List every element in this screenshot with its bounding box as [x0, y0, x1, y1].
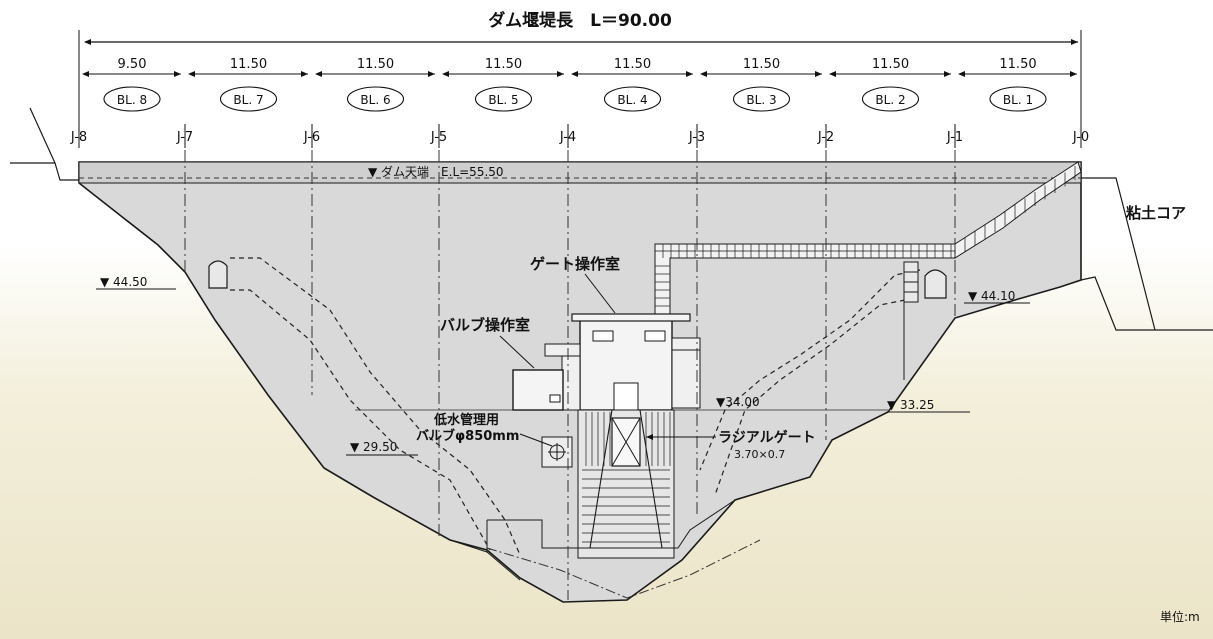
elevation-33-25: ▼ 33.25: [887, 398, 934, 412]
base-dashdot: [486, 539, 761, 599]
joint-label: J-8: [70, 130, 87, 145]
overall-title: ダム堰堤長 L＝90.00: [488, 10, 672, 31]
unit-label: 単位:m: [1160, 609, 1200, 624]
block-label-text: BL. 4: [617, 93, 647, 107]
joint-label: J-6: [303, 130, 320, 145]
low-water-label-2: バルブφ850mm: [416, 428, 519, 444]
clay-core-label: 粘土コア: [1126, 204, 1186, 222]
segment-dim-label: 9.50: [118, 57, 147, 72]
gallery-left: [230, 257, 521, 556]
elevation-34-00: ▼34.00: [716, 395, 760, 409]
segment-dim-label: 11.50: [357, 57, 394, 72]
block-label-text: BL. 5: [488, 93, 518, 107]
block-ellipse: [103, 86, 161, 112]
valve-operation-room: [512, 369, 564, 411]
block-label: BL. 4: [603, 86, 662, 112]
elevation-29-50: ▼ 29.50: [350, 440, 397, 454]
joint-label: J-5: [430, 130, 447, 145]
gate-room-label: ゲート操作室: [530, 255, 620, 273]
block-ellipse: [603, 86, 662, 112]
block-label-text: BL. 2: [875, 93, 905, 107]
joint-label: J-1: [946, 130, 963, 145]
valve-room-label: バルブ操作室: [440, 316, 530, 334]
block-label-text: BL. 7: [233, 93, 263, 107]
block-label: BL. 2: [861, 86, 920, 112]
block-ellipse: [989, 86, 1047, 112]
block-label-text: BL. 1: [1003, 93, 1033, 107]
elevation-44-10: ▼ 44.10: [968, 289, 1015, 303]
elevation-44-50: ▼ 44.50: [100, 275, 147, 289]
segment-dim-label: 11.50: [743, 57, 780, 72]
block-ellipse: [861, 86, 920, 112]
block-label-text: BL. 6: [360, 93, 390, 107]
block-ellipse: [219, 86, 278, 112]
joint-label: J-0: [1072, 130, 1089, 145]
low-water-label-1: 低水管理用: [433, 412, 499, 428]
block-label: BL. 6: [346, 86, 405, 112]
radial-gate-size: 3.70×0.7: [734, 448, 785, 461]
block-ellipse: [732, 86, 791, 112]
block-label: BL. 3: [732, 86, 791, 112]
joint-label: J-4: [559, 130, 576, 145]
block-label: BL. 1: [989, 86, 1047, 112]
block-label-text: BL. 8: [117, 93, 147, 107]
segment-dim-label: 11.50: [485, 57, 522, 72]
segment-dim-label: 11.50: [872, 57, 909, 72]
gallery-left-2: [230, 289, 491, 551]
block-label: BL. 8: [103, 86, 161, 112]
ground-line-right: [1080, 177, 1213, 331]
segment-dim-label: 11.50: [230, 57, 267, 72]
block-label: BL. 5: [474, 86, 533, 112]
dam-crest: [78, 161, 1082, 184]
gallery-right-2: [714, 299, 906, 496]
segment-dim-label: 11.50: [614, 57, 651, 72]
joint-label: J-7: [176, 130, 193, 145]
block-label-text: BL. 3: [746, 93, 776, 107]
ground-line-left: [10, 107, 79, 181]
gallery-right: [699, 269, 921, 471]
block-ellipse: [346, 86, 405, 112]
joint-label: J-2: [817, 130, 834, 145]
segment-dim-label: 11.50: [999, 57, 1036, 72]
block-label: BL. 7: [219, 86, 278, 112]
block-ellipse: [474, 86, 533, 112]
gallery-entrance-right: [924, 269, 947, 299]
radial-gate-spillway: [577, 409, 675, 559]
radial-gate-label: ラジアルゲート: [718, 429, 816, 446]
joint-label: J-3: [688, 130, 705, 145]
crest-label: ▼ ダム天端 E.L=55.50: [368, 164, 504, 179]
gallery-entrance-left: [208, 260, 228, 289]
